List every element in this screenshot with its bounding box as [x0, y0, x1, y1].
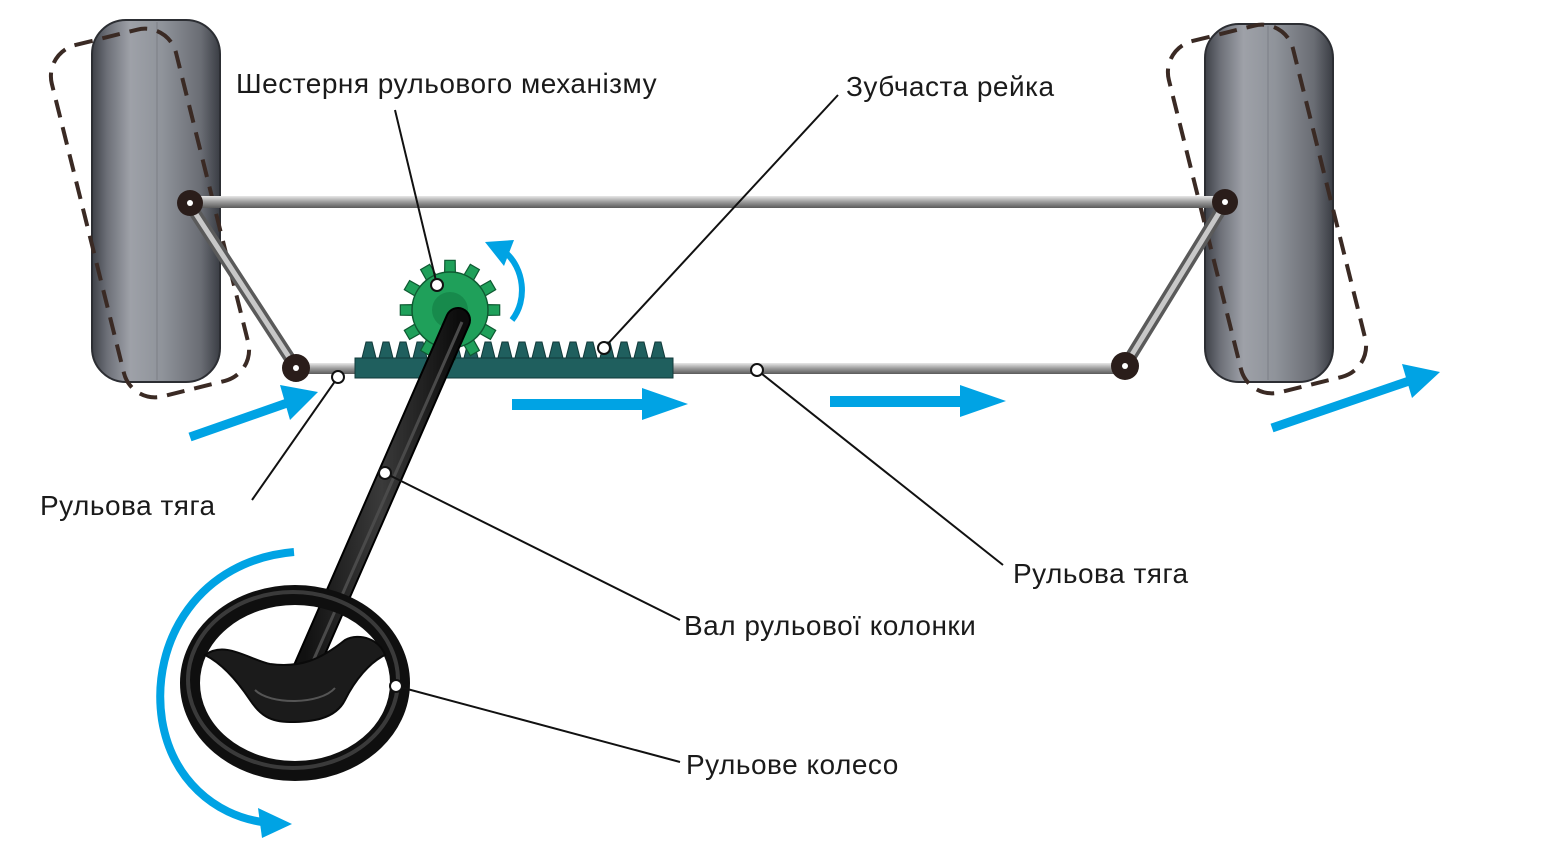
rack-tooth: [650, 341, 666, 359]
rack-tooth: [378, 341, 394, 359]
joint-left-top: [177, 190, 203, 216]
leader-shaft: [378, 466, 681, 621]
leader-tie-rod-right: [750, 363, 1004, 566]
rack-tooth: [582, 341, 598, 359]
label-tie-rod-left: Рульова тяга: [40, 490, 216, 521]
label-steering-shaft: Вал рульової колонки: [684, 610, 977, 641]
joint-right-bottom: [1111, 352, 1139, 380]
motion-arrow-center: [512, 388, 688, 420]
rotation-arrow-gear: [485, 240, 525, 322]
rack-tooth: [633, 341, 649, 359]
steering-rack: [354, 341, 674, 379]
rack-tooth: [395, 341, 411, 359]
rack-tooth: [616, 341, 632, 359]
steering-wheel: [180, 585, 410, 781]
right-tire-turned-outline: [1165, 22, 1369, 396]
label-tie-rod-right: Рульова тяга: [1013, 558, 1189, 589]
motion-arrow-center-right: [830, 385, 1006, 417]
leader-tie-rod-left: [251, 370, 345, 501]
right-steering-arm: [1119, 197, 1231, 372]
leader-pinion: [394, 109, 444, 292]
rack-tooth: [514, 341, 530, 359]
rack-tooth: [565, 341, 581, 359]
left-steering-arm: [184, 199, 302, 374]
axle-beam: [190, 196, 1226, 208]
rotation-arrow-wheel: [156, 548, 295, 838]
rack-tooth: [480, 341, 496, 359]
tie-rod-bar: [296, 363, 1126, 374]
label-rack: Зубчаста рейка: [846, 71, 1055, 102]
rack-teeth: [361, 341, 666, 359]
motion-arrow-left: [188, 385, 318, 442]
label-steering-wheel: Рульове колесо: [686, 749, 899, 780]
joint-right-top: [1212, 189, 1238, 215]
rack-tooth: [497, 341, 513, 359]
leader-rack: [597, 94, 839, 355]
leader-wheel: [389, 679, 681, 763]
label-pinion-gear: Шестерня рульового механізму: [236, 68, 658, 99]
joint-left-bottom: [282, 354, 310, 382]
motion-arrow-right: [1270, 364, 1440, 433]
rack-tooth: [361, 341, 377, 359]
rack-tooth: [531, 341, 547, 359]
rack-tooth: [548, 341, 564, 359]
